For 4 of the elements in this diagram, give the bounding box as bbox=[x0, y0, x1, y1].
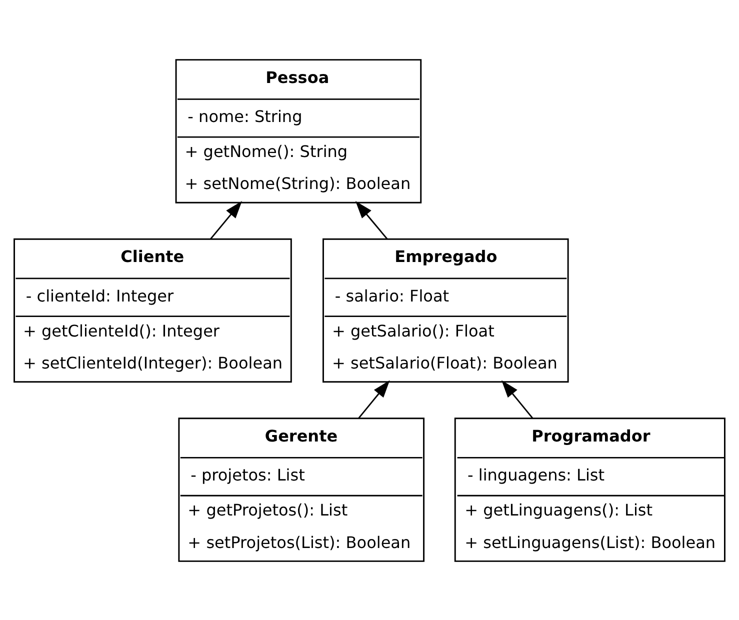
arrow bbox=[358, 380, 390, 418]
arrow bbox=[502, 380, 534, 418]
arrow bbox=[210, 200, 242, 239]
arrow bbox=[355, 200, 388, 239]
